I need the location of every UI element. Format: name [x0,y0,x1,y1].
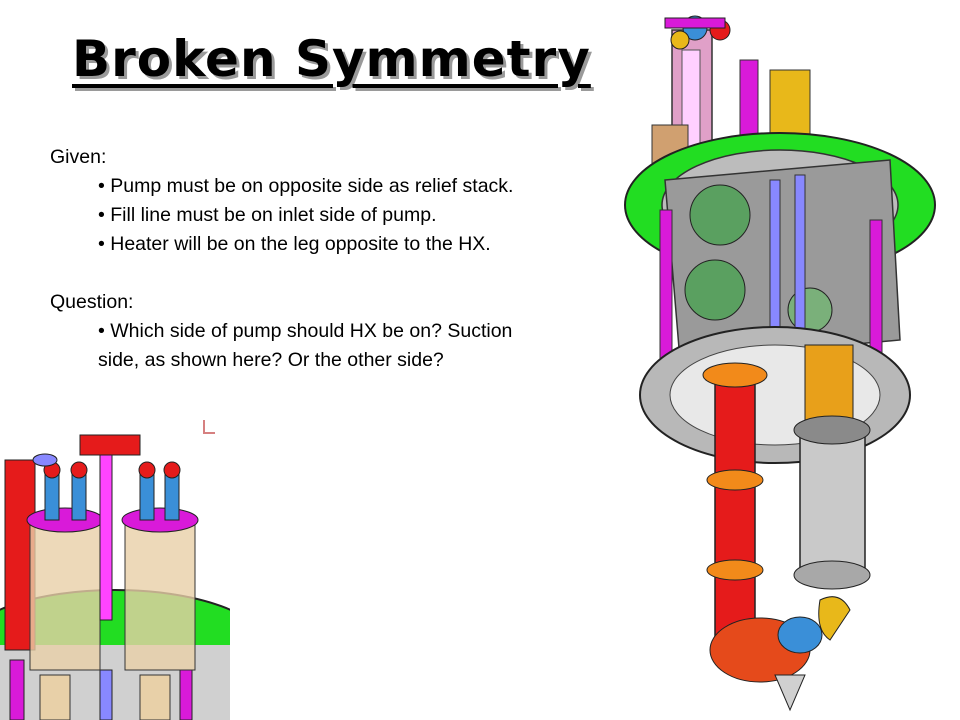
given-bullet-2: • Fill line must be on inlet side of pum… [98,204,437,226]
question-bullet-line-2: side, as shown here? Or the other side? [98,349,444,371]
given-bullet-1: • Pump must be on opposite side as relie… [98,175,514,197]
slide-body: Given: • Pump must be on opposite side a… [50,143,650,375]
question-heading: Question: [50,291,134,313]
vessel-tubes-model-image [0,434,230,720]
question-bullet-line-1: • Which side of pump should HX be on? Su… [98,320,513,342]
cryostat-assembly-model-image [624,15,936,712]
given-bullet-3: • Heater will be on the leg opposite to … [98,233,491,255]
heat-exchanger [799,429,866,581]
slide-title: Broken Symmetry [72,30,591,88]
left-tube [29,519,101,671]
main-pipe [714,369,756,661]
text-cursor-mark [203,420,215,434]
given-heading: Given: [50,146,107,168]
right-tube [124,519,196,671]
